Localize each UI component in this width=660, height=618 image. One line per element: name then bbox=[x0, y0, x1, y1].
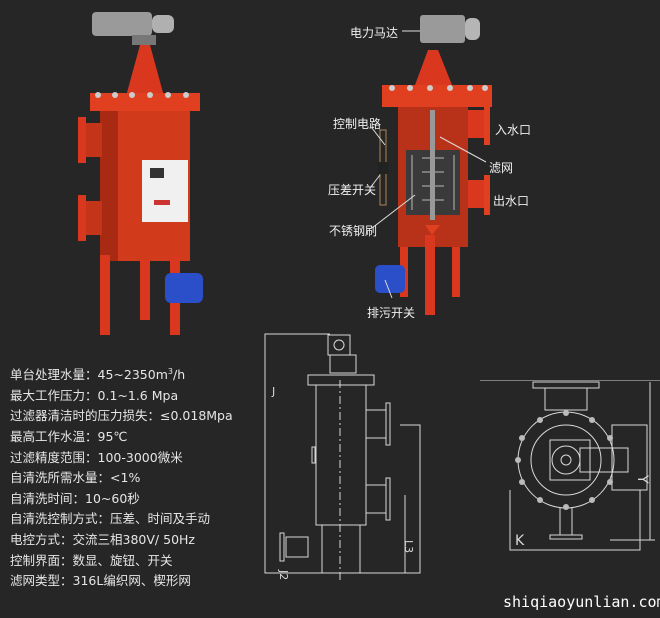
spec-item: 自清洗所需水量：<1% bbox=[10, 470, 141, 486]
watermark: shiqiaoyunlian.com bbox=[503, 593, 660, 611]
spec-item: 控制界面：数显、旋钮、开关 bbox=[10, 552, 173, 568]
spec-item: 自清洗控制方式：压差、时间及手动 bbox=[10, 511, 211, 527]
spec-item: 自清洗时间：10~60秒 bbox=[10, 490, 140, 506]
spec-item: 最高工作水温：95℃ bbox=[10, 428, 128, 444]
callout-screen: 滤网 bbox=[489, 161, 514, 175]
callout-control-circuit: 控制电路 bbox=[333, 117, 382, 131]
side-view-drawing: J L3 J2 bbox=[264, 333, 421, 580]
dim-label-j: J bbox=[271, 385, 275, 398]
callout-dp-switch: 压差开关 bbox=[328, 183, 377, 197]
dim-label-y: Y bbox=[634, 474, 650, 484]
callout-motor: 电力马达 bbox=[350, 26, 399, 40]
spec-item: 过滤精度范围：100-3000微米 bbox=[10, 449, 183, 465]
filter-cutaway bbox=[375, 15, 492, 315]
spec-item: 滤网类型：316L编织网、楔形网 bbox=[10, 573, 191, 589]
callout-inlet: 入水口 bbox=[495, 123, 532, 137]
top-view-drawing: Y K bbox=[480, 380, 660, 551]
dim-label-j2: J2 bbox=[277, 569, 290, 580]
spec-item: 单台处理水量：45~2350m3/h bbox=[10, 367, 186, 383]
spec-item: 过滤器清洁时的压力损失：≤0.018Mpa bbox=[10, 408, 233, 424]
filter-render bbox=[78, 12, 203, 335]
callout-lines bbox=[369, 30, 487, 299]
spec-item: 电控方式：交流三相380V/ 50Hz bbox=[10, 531, 195, 547]
dim-label-k: K bbox=[515, 533, 525, 549]
spec-list: 单台处理水量：45~2350m3/h 最大工作压力：0.1~1.6 Mpa 过滤… bbox=[10, 362, 233, 592]
dim-label-l3: L3 bbox=[402, 540, 415, 553]
callout-drain: 排污开关 bbox=[367, 306, 416, 320]
callout-brush: 不锈钢刷 bbox=[329, 224, 378, 238]
spec-item: 最大工作压力：0.1~1.6 Mpa bbox=[10, 387, 179, 403]
callout-outlet: 出水口 bbox=[493, 194, 530, 208]
